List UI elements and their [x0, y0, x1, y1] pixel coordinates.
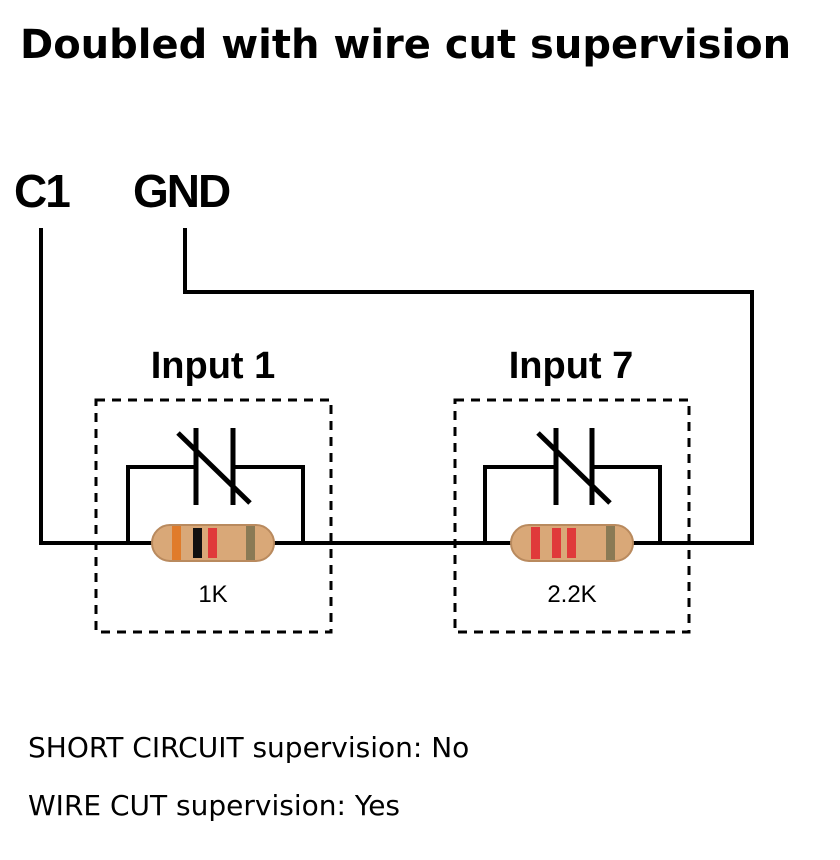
input-7-resistor-band-2 [552, 528, 561, 558]
input-1-resistor-value: 1K [198, 581, 227, 608]
c1-wire [39, 228, 130, 545]
short-circuit-note: SHORT CIRCUIT supervision: No [28, 731, 469, 764]
input-7-module: Input 7 2.2K [453, 345, 691, 634]
input-7-contact-loop [483, 465, 662, 545]
input-1-resistor-band-1 [172, 526, 181, 560]
input-1-resistor-band-3 [208, 528, 217, 558]
diagram-title: Doubled with wire cut supervision [20, 22, 791, 68]
input-7-resistor-band-3 [567, 528, 576, 558]
input-1-resistor-band-2 [193, 528, 202, 558]
input-1-label: Input 1 [151, 345, 276, 387]
input-7-resistor [485, 524, 660, 562]
input-7-resistor-band-1 [531, 527, 540, 559]
input-1-nc-contact-symbol [176, 428, 252, 505]
input-1-resistor-band-4 [246, 526, 255, 560]
gnd-wire [183, 228, 754, 545]
input-7-label: Input 7 [509, 345, 634, 387]
wire-cut-note: WIRE CUT supervision: Yes [28, 789, 400, 822]
input-7-nc-contact-symbol [536, 428, 612, 505]
input-1-resistor [128, 524, 303, 562]
input-7-resistor-band-4 [606, 526, 615, 560]
input-7-resistor-value: 2.2K [547, 581, 596, 608]
input-1-boundary [94, 398, 333, 634]
circuit-wires [39, 228, 754, 545]
terminal-c1-label: C1 [14, 165, 70, 217]
input-1-module: Input 1 1K [94, 345, 333, 634]
terminal-gnd-label: GND [133, 165, 230, 217]
input-7-boundary [453, 398, 691, 634]
input-1-contact-loop [126, 465, 305, 545]
